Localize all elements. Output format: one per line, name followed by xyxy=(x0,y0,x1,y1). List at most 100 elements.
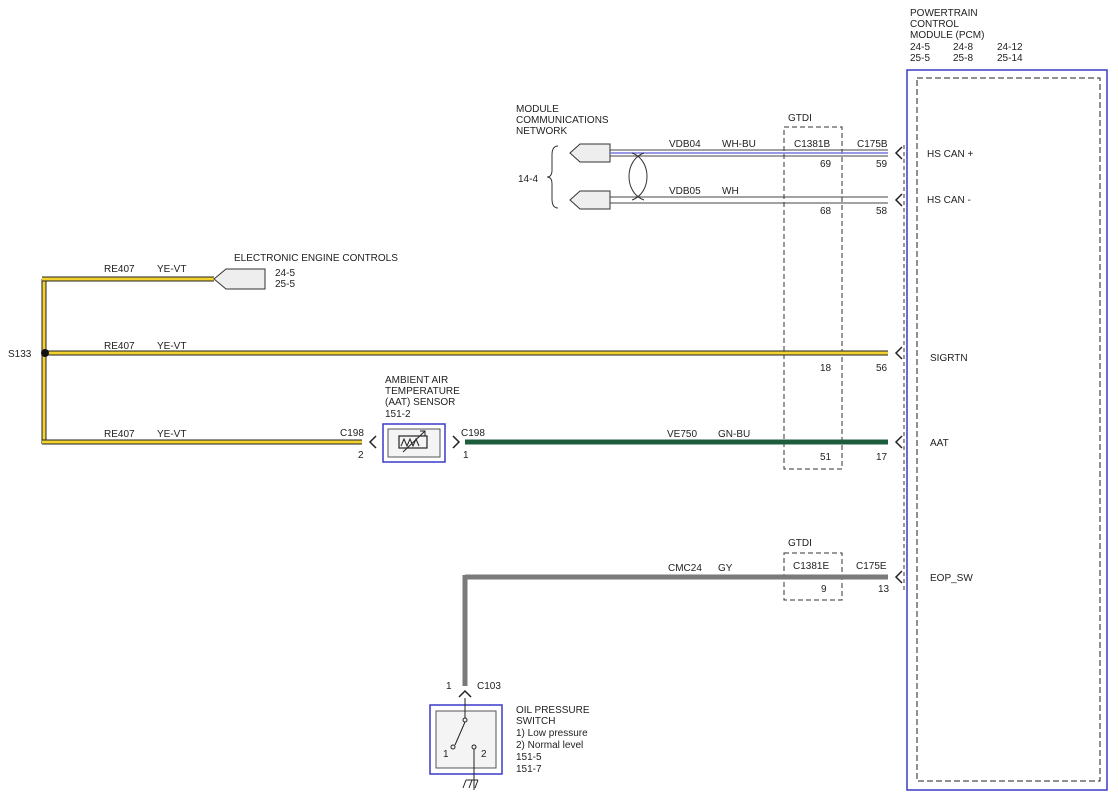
pcm-title-line1: POWERTRAIN xyxy=(910,8,978,19)
gtdi-upper-connector: C1381B xyxy=(794,139,830,150)
pcm-ref-4: 25-5 xyxy=(910,53,930,64)
aat-sensor: AMBIENT AIR TEMPERATURE (AAT) SENSOR 151… xyxy=(340,375,485,463)
re407-bottom-circuit: RE407 xyxy=(104,429,135,440)
aat-title-line2: TEMPERATURE xyxy=(385,386,460,397)
ve750-pcm-pin: 17 xyxy=(876,452,888,463)
aat-arrow-in xyxy=(368,435,377,449)
eec-connector-icon xyxy=(213,268,266,290)
wire-vdb04-pcm-pin: 59 xyxy=(876,159,888,170)
aat-pin-out: 1 xyxy=(463,450,469,461)
oil-switch-arrow xyxy=(458,689,472,698)
network-title-line3: NETWORK xyxy=(516,126,567,137)
ground-line-2 xyxy=(462,779,467,789)
network-ref: 14-4 xyxy=(518,174,538,185)
splice-dot xyxy=(41,349,49,357)
re407-mid-circuit: RE407 xyxy=(104,341,135,352)
ground-line-4 xyxy=(474,779,479,789)
pcm-arrow-hs-can-plus xyxy=(894,146,903,160)
pcm-pin-eop-sw: EOP_SW xyxy=(930,573,973,584)
oil-pressure-switch: 1 C103 1 2 OIL PRESSURE SWITCH 1) Low pr… xyxy=(429,681,590,790)
cmc24-pcm-pin: 13 xyxy=(878,584,890,595)
pcm-upper-connector: C175B xyxy=(857,139,888,150)
eec-title: ELECTRONIC ENGINE CONTROLS xyxy=(234,253,398,264)
pcm-ref-1: 24-5 xyxy=(910,42,930,53)
re407-wiring: S133 RE407 YE-VT RE407 YE-VT RE407 YE-VT… xyxy=(8,264,903,445)
wire-vdb05-color: WH xyxy=(722,186,739,197)
network-section: MODULE COMMUNICATIONS NETWORK 14-4 VDB04… xyxy=(516,104,903,217)
gtdi-upper: GTDI C1381B C175B xyxy=(783,113,888,470)
pcm-ref-3: 24-12 xyxy=(997,42,1023,53)
ve750-color: GN-BU xyxy=(718,429,750,440)
ve750-wiring: VE750 GN-BU 51 17 xyxy=(465,429,903,463)
gtdi-upper-box xyxy=(783,126,843,470)
aat-outer-box xyxy=(382,423,446,463)
pcm-ref-5: 25-8 xyxy=(953,53,973,64)
network-brace xyxy=(546,145,559,209)
network-title-line1: MODULE xyxy=(516,104,559,115)
gtdi-lower: GTDI C1381E C175E 9 13 xyxy=(783,538,890,601)
aat-title-line1: AMBIENT AIR xyxy=(385,375,448,386)
twisted-pair-left xyxy=(631,152,648,201)
oil-switch-outer-box xyxy=(429,704,503,775)
ground-line-3 xyxy=(468,779,473,789)
eec-ref-1: 24-5 xyxy=(275,268,295,279)
pcm-arrow-aat xyxy=(894,435,903,449)
pcm-arrow-eop-sw xyxy=(894,570,903,584)
wire-vdb04-circuit: VDB04 xyxy=(669,139,701,150)
oil-switch-title-line1: OIL PRESSURE xyxy=(516,705,590,716)
aat-connector-left: C198 xyxy=(340,428,364,439)
eec-ref-2: 25-5 xyxy=(275,279,295,290)
re407-mid-color: YE-VT xyxy=(157,341,186,352)
cmc24-circuit: CMC24 xyxy=(668,563,702,574)
pcm-ref-2: 24-8 xyxy=(953,42,973,53)
thermistor-arrow-line xyxy=(402,430,426,453)
oil-switch-ref-2: 151-7 xyxy=(516,764,542,775)
sigrtn-pcm-pin: 56 xyxy=(876,363,888,374)
oil-switch-contact-2-label: 2 xyxy=(481,749,487,760)
pcm-outer-box xyxy=(906,69,1108,791)
aat-title-line3: (AAT) SENSOR xyxy=(385,397,455,408)
oil-switch-title-line2: SWITCH xyxy=(516,716,555,727)
pcm-title-line3: MODULE (PCM) xyxy=(910,30,984,41)
re407-top-color: YE-VT xyxy=(157,264,186,275)
pcm-lower-connector: C175E xyxy=(856,561,887,572)
aat-connector-right: C198 xyxy=(461,428,485,439)
wire-vdb05-gtdi-pin: 68 xyxy=(820,206,832,217)
pcm-pin-hs-can-plus: HS CAN + xyxy=(927,149,974,160)
re407-top-circuit: RE407 xyxy=(104,264,135,275)
pcm-pin-hs-can-minus: HS CAN - xyxy=(927,195,971,206)
oil-switch-blade xyxy=(454,721,466,746)
oil-switch-pin: 1 xyxy=(446,681,452,692)
aat-pin-in: 2 xyxy=(358,450,364,461)
pcm-ref-6: 25-14 xyxy=(997,53,1023,64)
network-title-line2: COMMUNICATIONS xyxy=(516,115,609,126)
aat-ref: 151-2 xyxy=(385,409,411,420)
pcm-arrow-sigrtn xyxy=(894,346,903,360)
thermistor-arrow-head xyxy=(420,430,426,436)
gtdi-lower-connector: C1381E xyxy=(793,561,829,572)
oil-switch-state-1: 1) Low pressure xyxy=(516,728,588,739)
pcm-pin-aat: AAT xyxy=(930,438,949,449)
oil-switch-contact-1-label: 1 xyxy=(443,749,449,760)
wire-vdb04-color: WH-BU xyxy=(722,139,756,150)
pcm-pin-sigrtn: SIGRTN xyxy=(930,353,968,364)
oil-switch-state-2: 2) Normal level xyxy=(516,740,583,751)
oil-switch-ref-1: 151-5 xyxy=(516,752,542,763)
gtdi-upper-label: GTDI xyxy=(788,113,812,124)
ve750-circuit: VE750 xyxy=(667,429,697,440)
sigrtn-gtdi-pin: 18 xyxy=(820,363,832,374)
cmc24-color: GY xyxy=(718,563,733,574)
network-connector-icon-2 xyxy=(569,190,611,210)
thermistor-icon xyxy=(398,435,428,449)
wire-vdb05-circuit: VDB05 xyxy=(669,186,701,197)
pcm-title-line2: CONTROL xyxy=(910,19,959,30)
wire-vdb05-pcm-pin: 58 xyxy=(876,206,888,217)
network-connector-icon-1 xyxy=(569,143,611,163)
re407-bottom-color: YE-VT xyxy=(157,429,186,440)
ve750-gtdi-pin: 51 xyxy=(820,452,832,463)
aat-arrow-out xyxy=(452,435,461,449)
eec-section: ELECTRONIC ENGINE CONTROLS 24-5 25-5 xyxy=(213,253,398,290)
twisted-pair-right xyxy=(628,152,645,201)
pcm-inner-dashed-box xyxy=(916,77,1101,782)
